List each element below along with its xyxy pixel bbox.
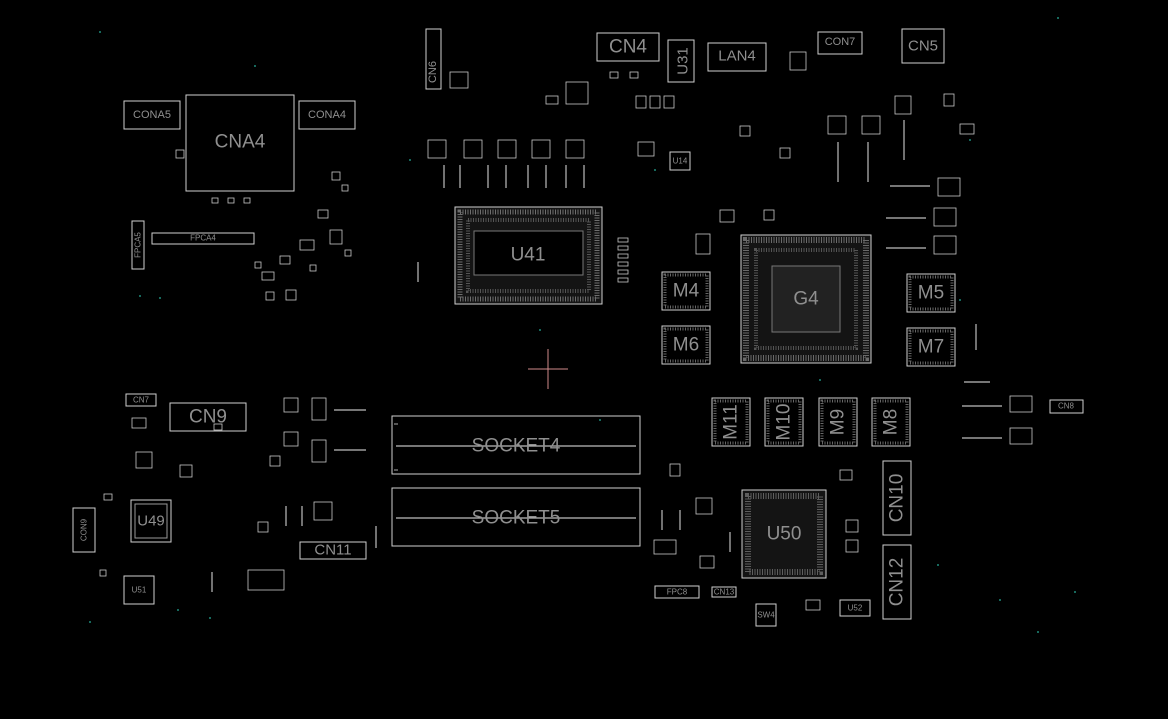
socket4-label: SOCKET4: [472, 436, 561, 457]
sw4-label: SW4: [757, 611, 775, 620]
m10-memory[interactable]: M10: [764, 397, 804, 447]
cn9-label: CN9: [189, 407, 227, 428]
m9-memory[interactable]: M9: [818, 397, 858, 447]
m8-memory[interactable]: M8: [871, 397, 911, 447]
u41-cpu[interactable]: U41: [454, 206, 603, 305]
u52-label: U52: [848, 604, 863, 613]
cn5-connector[interactable]: CN5: [901, 28, 945, 64]
con7-top-label: CON7: [825, 36, 856, 48]
m5-memory[interactable]: M5: [906, 273, 956, 313]
m10-label: M10: [774, 404, 795, 441]
cn8-label: CN8: [1058, 402, 1075, 411]
m8-label: M8: [881, 409, 902, 435]
g4-gpu[interactable]: G4: [740, 234, 872, 364]
m7-label: M7: [918, 337, 944, 358]
m9-label: M9: [828, 409, 849, 435]
cna4-connector[interactable]: CNA4: [185, 94, 295, 192]
g4-label: G4: [793, 289, 819, 310]
cursor-crosshair: [528, 349, 568, 389]
top-passives: [427, 51, 975, 255]
m4-memory[interactable]: M4: [661, 271, 711, 311]
cn10-connector[interactable]: CN10: [882, 460, 912, 536]
cna4-label: CNA4: [215, 132, 266, 153]
u50-label: U50: [767, 524, 802, 545]
fpca4-label: FPCA4: [190, 234, 216, 243]
u14-chip[interactable]: U14: [669, 151, 691, 171]
u14-label: U14: [673, 157, 688, 166]
u31-chip[interactable]: U31: [667, 39, 695, 83]
fpc8-connector[interactable]: FPC8: [654, 585, 700, 599]
cn5-label: CN5: [908, 38, 938, 55]
u52-chip[interactable]: U52: [839, 599, 871, 617]
socket5[interactable]: SOCKET5: [391, 487, 641, 547]
con9-connector[interactable]: CON9: [72, 507, 96, 553]
socket4[interactable]: SOCKET4: [391, 415, 641, 475]
fpca5-label: FPCA5: [134, 232, 143, 258]
u41-side-pads: [617, 237, 629, 283]
socket5-label: SOCKET5: [472, 508, 561, 529]
u41-label: U41: [511, 245, 546, 266]
cn12-connector[interactable]: CN12: [882, 544, 912, 620]
cn6-label: CN6: [427, 61, 439, 83]
cn11-connector[interactable]: CN11: [299, 541, 367, 560]
cona4-label: CONA4: [308, 109, 346, 121]
cn11-label: CN11: [314, 542, 351, 559]
con9-label: CON9: [80, 518, 89, 541]
left-top-passives: [175, 149, 352, 301]
m11-label: M11: [721, 404, 742, 440]
cn13-connector[interactable]: CN13: [711, 586, 737, 598]
m6-label: M6: [673, 335, 699, 356]
cn13-label: CN13: [714, 588, 735, 597]
u31-label: U31: [675, 47, 692, 75]
right-bottom-passives: [653, 381, 1033, 611]
vertical-traces: [417, 120, 977, 350]
fpca5-connector[interactable]: FPCA5: [131, 220, 145, 270]
u49-chip[interactable]: U49: [130, 499, 172, 543]
u50-chip[interactable]: U50: [741, 489, 827, 579]
m5-label: M5: [918, 283, 944, 304]
cn4-label: CN4: [609, 37, 647, 58]
cn12-label: CN12: [887, 558, 908, 607]
m6-memory[interactable]: M6: [661, 325, 711, 365]
lan4-label: LAN4: [718, 48, 756, 65]
m7-memory[interactable]: M7: [906, 327, 956, 367]
u51-chip[interactable]: U51: [123, 575, 155, 605]
con7-top-connector[interactable]: CON7: [817, 31, 863, 55]
fpca4-connector[interactable]: FPCA4: [151, 232, 255, 245]
cn10-label: CN10: [887, 474, 908, 523]
m4-label: M4: [673, 281, 700, 302]
lan4-connector[interactable]: LAN4: [707, 42, 767, 72]
left-bottom-passives: [99, 397, 377, 592]
cn6-connector[interactable]: CN6: [425, 28, 442, 90]
m11-memory[interactable]: M11: [711, 397, 751, 447]
cn9-connector[interactable]: CN9: [169, 402, 247, 432]
cn8-connector[interactable]: CN8: [1049, 399, 1084, 414]
cn7-connector[interactable]: CN7: [125, 393, 157, 407]
cona5-label: CONA5: [133, 109, 171, 121]
u49-label: U49: [137, 513, 165, 530]
fpc8-label: FPC8: [667, 588, 688, 597]
cona5-connector[interactable]: CONA5: [123, 100, 181, 130]
u51-label: U51: [132, 586, 147, 595]
sw4-switch[interactable]: SW4: [755, 603, 777, 627]
cn7-label: CN7: [133, 396, 150, 405]
cona4-connector[interactable]: CONA4: [298, 100, 356, 130]
cn4-connector[interactable]: CN4: [596, 32, 660, 62]
